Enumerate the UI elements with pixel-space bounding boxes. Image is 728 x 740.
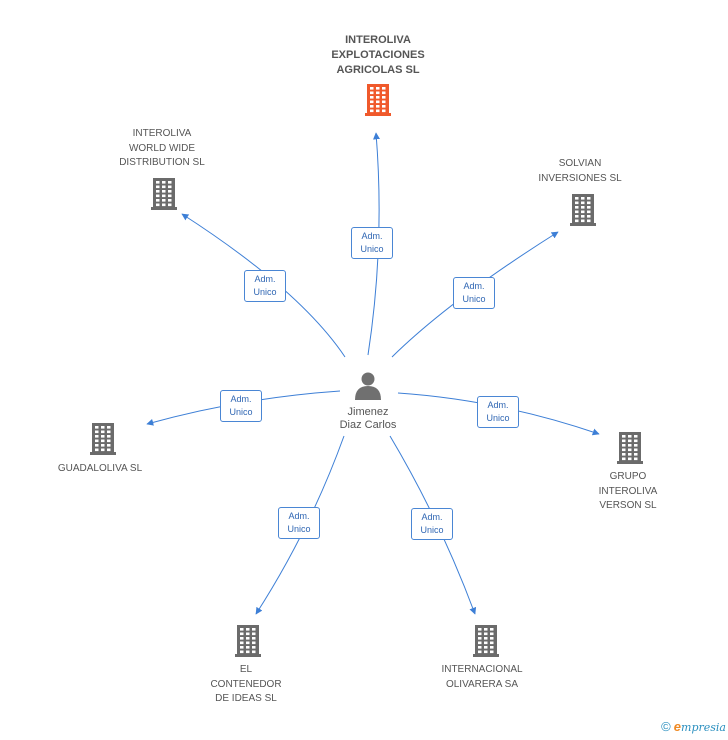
center-name-line-1: Jimenez bbox=[347, 406, 389, 418]
company-label-el-contenedor[interactable]: EL CONTENEDOR DE IDEAS SL bbox=[176, 663, 316, 707]
company-label-line: VERSON SL bbox=[599, 500, 657, 511]
company-label-line: OLIVARERA SA bbox=[445, 678, 519, 690]
center-person-name[interactable]: Jimenez Diaz Carlos bbox=[318, 406, 418, 432]
building-icon[interactable] bbox=[570, 194, 596, 226]
company-label-line: SOLVIAN bbox=[558, 158, 602, 169]
role-badge-line: Adm. bbox=[254, 274, 276, 284]
company-label-line: INVERSIONES SL bbox=[538, 172, 622, 184]
role-badge-line: Adm. bbox=[361, 231, 383, 241]
role-badge-line: Unico bbox=[287, 524, 311, 534]
company-label-line: DE IDEAS SL bbox=[215, 693, 277, 704]
company-label-line: DISTRIBUTION SL bbox=[119, 157, 205, 168]
role-badge-interoliva-world-wide[interactable]: Adm. Unico bbox=[244, 270, 286, 302]
company-label-line: AGRICOLAS SL bbox=[336, 64, 420, 76]
company-label-line: INTEROLIVA bbox=[132, 128, 192, 139]
building-icon[interactable] bbox=[235, 625, 261, 657]
company-label-line: INTEROLIVA bbox=[598, 485, 658, 497]
role-badge-line: Adm. bbox=[288, 511, 310, 521]
company-label-line: EL bbox=[239, 664, 253, 675]
brand-logo-initial: e bbox=[673, 719, 682, 734]
center-name-line-2: Diaz Carlos bbox=[339, 419, 397, 431]
role-badge-line: Adm. bbox=[487, 400, 509, 410]
brand-logo-text: mpresia bbox=[681, 721, 726, 734]
company-label-line: CONTENEDOR bbox=[210, 678, 282, 690]
company-label-line: INTEROLIVA bbox=[345, 34, 411, 46]
company-label-line: INTERNACIONAL bbox=[441, 664, 523, 675]
company-label-interoliva-explotaciones[interactable]: INTEROLIVA EXPLOTACIONES AGRICOLAS SL bbox=[308, 33, 448, 78]
company-label-grupo-interoliva[interactable]: GRUPO INTEROLIVA VERSON SL bbox=[558, 470, 698, 514]
building-icon[interactable] bbox=[473, 625, 499, 657]
role-badge-line: Unico bbox=[420, 525, 444, 535]
company-label-line: GRUPO bbox=[609, 471, 647, 482]
role-badge-line: Adm. bbox=[421, 512, 443, 522]
role-badge-solvian[interactable]: Adm. Unico bbox=[453, 277, 495, 309]
role-badge-line: Unico bbox=[360, 244, 384, 254]
building-icon[interactable] bbox=[617, 432, 643, 464]
role-badge-line: Adm. bbox=[230, 394, 252, 404]
company-label-guadaloliva[interactable]: GUADALOLIVA SL bbox=[30, 462, 170, 477]
company-label-line: EXPLOTACIONES bbox=[331, 49, 425, 61]
role-badge-guadaloliva[interactable]: Adm. Unico bbox=[220, 390, 262, 422]
building-icon[interactable] bbox=[365, 84, 391, 116]
role-badge-el-contenedor[interactable]: Adm. Unico bbox=[278, 507, 320, 539]
role-badge-interoliva-explotaciones[interactable]: Adm. Unico bbox=[351, 227, 393, 259]
footer-brand[interactable]: © empresia bbox=[661, 719, 726, 734]
person-icon[interactable] bbox=[355, 372, 381, 401]
company-label-interoliva-world-wide[interactable]: INTEROLIVA WORLD WIDE DISTRIBUTION SL bbox=[92, 127, 232, 171]
company-label-line: WORLD WIDE bbox=[128, 142, 196, 154]
role-badge-line: Adm. bbox=[463, 281, 485, 291]
copyright-symbol: © bbox=[661, 719, 671, 734]
role-badge-internacional-olivarera[interactable]: Adm. Unico bbox=[411, 508, 453, 540]
role-badge-line: Unico bbox=[462, 294, 486, 304]
company-label-solvian[interactable]: SOLVIAN INVERSIONES SL bbox=[510, 157, 650, 186]
role-badge-line: Unico bbox=[486, 413, 510, 423]
role-badge-line: Unico bbox=[229, 407, 253, 417]
role-badge-line: Unico bbox=[253, 287, 277, 297]
role-badge-grupo-interoliva[interactable]: Adm. Unico bbox=[477, 396, 519, 428]
company-label-internacional-olivarera[interactable]: INTERNACIONAL OLIVARERA SA bbox=[412, 663, 552, 692]
building-icon[interactable] bbox=[90, 423, 116, 455]
building-icon[interactable] bbox=[151, 178, 177, 210]
company-label-line: GUADALOLIVA SL bbox=[57, 463, 143, 474]
